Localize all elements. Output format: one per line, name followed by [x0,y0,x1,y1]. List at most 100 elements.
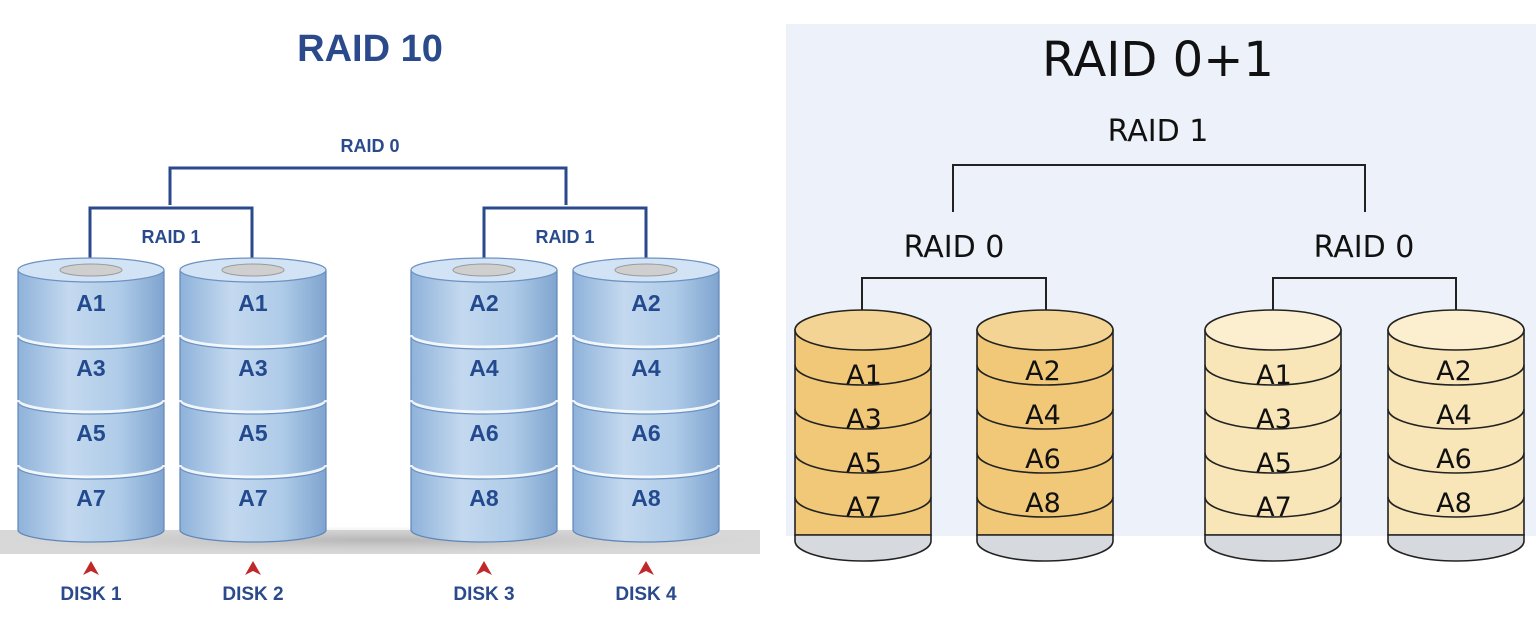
platter-separator [976,496,1114,518]
raid10-disk-label: DISK 2 [222,584,283,605]
raid10-block-label: A8 [469,485,499,511]
raid10-block-label: A6 [469,420,498,446]
platter-separator [571,334,721,349]
platter-separator [571,399,721,414]
platter-separator [16,334,166,349]
disk-top [794,309,932,351]
raid01-block-label: A3 [846,404,882,435]
platter-separator [1204,408,1342,430]
raid10-disk-label: DISK 4 [615,584,677,605]
platter-separator [178,334,328,349]
raid10-disk-label: DISK 3 [453,584,514,605]
raid01-group-label-2: RAID 0 [1314,230,1415,265]
raid10-connectors [88,166,648,268]
raid10-disk-label: DISK 1 [60,584,122,605]
raid10-block-label: A7 [76,485,105,511]
platter-separator [976,408,1114,430]
up-arrow-icon [245,561,261,575]
raid01-block-label: A3 [1256,404,1292,435]
platter-separator [409,464,559,479]
raid10-block-label: A5 [76,420,106,446]
disk-spindle [221,263,285,277]
platter-separator [1387,496,1525,518]
raid0-connector [168,166,568,205]
platter-separator [409,334,559,349]
raid01-block-label: A6 [1025,444,1061,475]
platter-separator [16,399,166,414]
platter-separator [409,399,559,414]
raid10-block-label: A5 [238,420,268,446]
raid01-title: RAID 0+1 [1042,32,1274,88]
platter-separator [1204,364,1342,386]
raid01-block-label: A2 [1436,356,1472,387]
raid01-block-label: A8 [1025,488,1061,519]
raid01-block-label: A6 [1436,444,1472,475]
platter-separator [794,408,932,430]
disk-base [1387,534,1525,562]
platter-separator-shade [179,401,327,415]
disk-spindle [59,263,123,277]
raid01-group-label-1: RAID 0 [904,230,1005,265]
up-arrow-icon [476,561,492,575]
raid0-connector-left [861,277,1047,328]
platter-separator [794,364,932,386]
up-arrow-icon [83,561,99,575]
disk-spindle [614,263,678,277]
raid1-connector-right [482,206,648,268]
raid1-connector-left [88,206,254,268]
disk-spindle [452,263,516,277]
raid10-block-label: A4 [631,355,661,381]
raid01-block-label: A5 [1256,448,1292,479]
platter-separator [794,496,932,518]
disk-top [1204,309,1342,351]
platter-separator-shade [572,336,720,350]
platter-separator [178,464,328,479]
disk-top [1387,309,1525,351]
disk-base [976,534,1114,562]
platter-separator [571,464,721,479]
disk-base [794,534,932,562]
raid10-block-label: A3 [238,355,267,381]
platter-separator [1387,452,1525,474]
disk-top [976,309,1114,351]
raid10-block-label: A8 [631,485,661,511]
raid10-block-label: A3 [76,355,105,381]
platter-separator-shade [17,401,165,415]
raid10-block-label: A6 [631,420,660,446]
platter-separator [178,399,328,414]
platter-separator [1387,364,1525,386]
platter-separator [1204,496,1342,518]
raid01-top-label: RAID 1 [1108,114,1209,149]
platter-separator [794,452,932,474]
raid01-block-label: A4 [1025,400,1061,431]
raid01-block-label: A4 [1436,400,1472,431]
raid01-block-label: A7 [1256,492,1292,523]
platter-separator [16,464,166,479]
platter-separator-shade [179,336,327,350]
platter-separator-shade [410,466,558,480]
raid01-block-label: A8 [1436,488,1472,519]
platter-separator-shade [572,466,720,480]
raid10-block-label: A2 [631,290,660,316]
raid0-connector-right [1272,277,1457,328]
raid10-block-label: A1 [76,290,106,316]
platter-separator-shade [17,466,165,480]
platter-separator [1204,452,1342,474]
raid10-block-label: A2 [469,290,498,316]
raid01-block-label: A1 [1256,360,1292,391]
platter-separator [1387,408,1525,430]
raid10-title: RAID 10 [297,28,443,70]
raid01-connectors [861,164,1457,328]
platter-separator-shade [17,336,165,350]
raid10-block-label: A7 [238,485,267,511]
raid10-group-label-2: RAID 1 [535,227,594,247]
